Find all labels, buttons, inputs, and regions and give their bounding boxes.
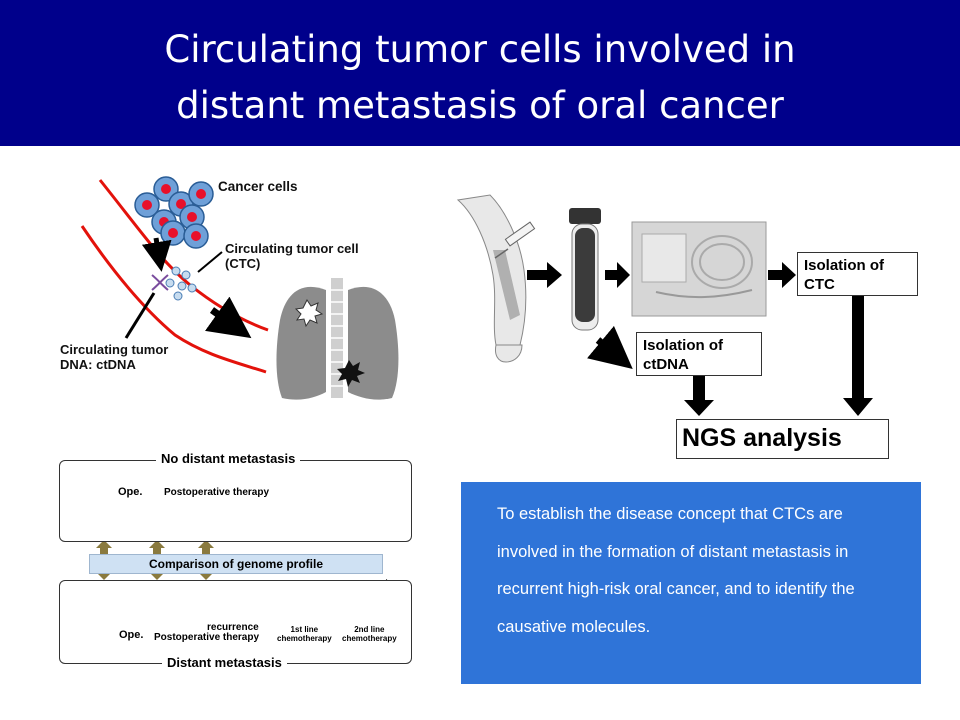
ngs-analysis-box: NGS analysis bbox=[676, 419, 889, 459]
metastasis-spot-white bbox=[294, 299, 324, 328]
arm-to-tube-arrow bbox=[527, 262, 562, 288]
isolation-ctc-line2: CTC bbox=[804, 276, 835, 293]
second-line-chemo-label: 2nd line chemotherapy bbox=[342, 625, 397, 643]
ope-top-label: Ope. bbox=[118, 486, 143, 498]
ctdna-label: Circulating tumor DNA: ctDNA bbox=[60, 342, 168, 372]
first-line-l2: chemotherapy bbox=[277, 634, 332, 643]
isolation-ctc-line1: Isolation of bbox=[804, 257, 884, 274]
ctdna-pointer-line bbox=[124, 292, 156, 339]
timeline-no-metastasis-title: No distant metastasis bbox=[156, 451, 301, 466]
arm-icon bbox=[456, 194, 527, 363]
isolation-ctc-box: Isolation of CTC bbox=[797, 252, 918, 296]
second-line-l2: chemotherapy bbox=[342, 634, 397, 643]
metastasis-spot-black bbox=[337, 360, 365, 387]
isolation-ctdna-box: Isolation of ctDNA bbox=[636, 332, 762, 376]
second-line-l1: 2nd line bbox=[354, 625, 385, 634]
ctc-cluster bbox=[165, 266, 197, 301]
cancer-cells-cluster bbox=[134, 176, 214, 249]
first-line-l1: 1st line bbox=[290, 625, 319, 634]
objective-text: To establish the disease concept that CT… bbox=[497, 505, 855, 636]
ctc-pointer-line bbox=[197, 251, 223, 273]
title-line-2: distant metastasis of oral cancer bbox=[176, 84, 784, 127]
ctc-label: Circulating tumor cell (CTC) bbox=[225, 241, 359, 271]
dna-icon bbox=[151, 274, 169, 291]
comparison-genome-bar: Comparison of genome profile bbox=[89, 554, 383, 574]
tube-to-ctdna-arrow bbox=[587, 325, 633, 369]
tube-to-device-arrow bbox=[605, 262, 630, 288]
cancer-cells-label: Cancer cells bbox=[218, 179, 298, 194]
title-line-1: Circulating tumor cells involved in bbox=[164, 28, 796, 71]
timeline-distant-metastasis bbox=[59, 580, 412, 664]
syringe-icon bbox=[494, 221, 536, 259]
device-to-ctc-arrow bbox=[768, 262, 796, 288]
ctc-label-line2: (CTC) bbox=[225, 256, 261, 271]
ctc-to-ngs-arrow bbox=[843, 296, 873, 416]
timeline-no-metastasis bbox=[59, 460, 412, 542]
recurrence-label: recurrence bbox=[207, 622, 259, 633]
postop-top-label: Postoperative therapy bbox=[164, 487, 270, 498]
ctc-label-line1: Circulating tumor cell bbox=[225, 241, 359, 256]
first-line-chemo-label: 1st line chemotherapy bbox=[277, 625, 332, 643]
ope-bottom-label: Ope. bbox=[119, 629, 144, 641]
postop-bottom-label: Postoperative therapy bbox=[154, 632, 260, 643]
timeline-distant-metastasis-title: Distant metastasis bbox=[162, 655, 287, 670]
isolation-ctdna-line1: Isolation of bbox=[643, 337, 723, 354]
page-title: Circulating tumor cells involved in dist… bbox=[0, 22, 960, 134]
to-lungs-arrow bbox=[205, 296, 252, 339]
ctdna-label-line2: DNA: ctDNA bbox=[60, 357, 136, 372]
isolation-ctdna-line2: ctDNA bbox=[643, 356, 689, 373]
blood-tube-icon bbox=[569, 208, 601, 331]
objective-text-box: To establish the disease concept that CT… bbox=[461, 482, 921, 684]
ctc-device-image bbox=[631, 221, 767, 317]
ctdna-label-line1: Circulating tumor bbox=[60, 342, 169, 357]
header-bar bbox=[0, 0, 960, 146]
ctdna-to-ngs-arrow bbox=[684, 376, 714, 416]
cells-to-ctc-arrow bbox=[141, 237, 172, 272]
lungs-icon bbox=[276, 278, 399, 400]
